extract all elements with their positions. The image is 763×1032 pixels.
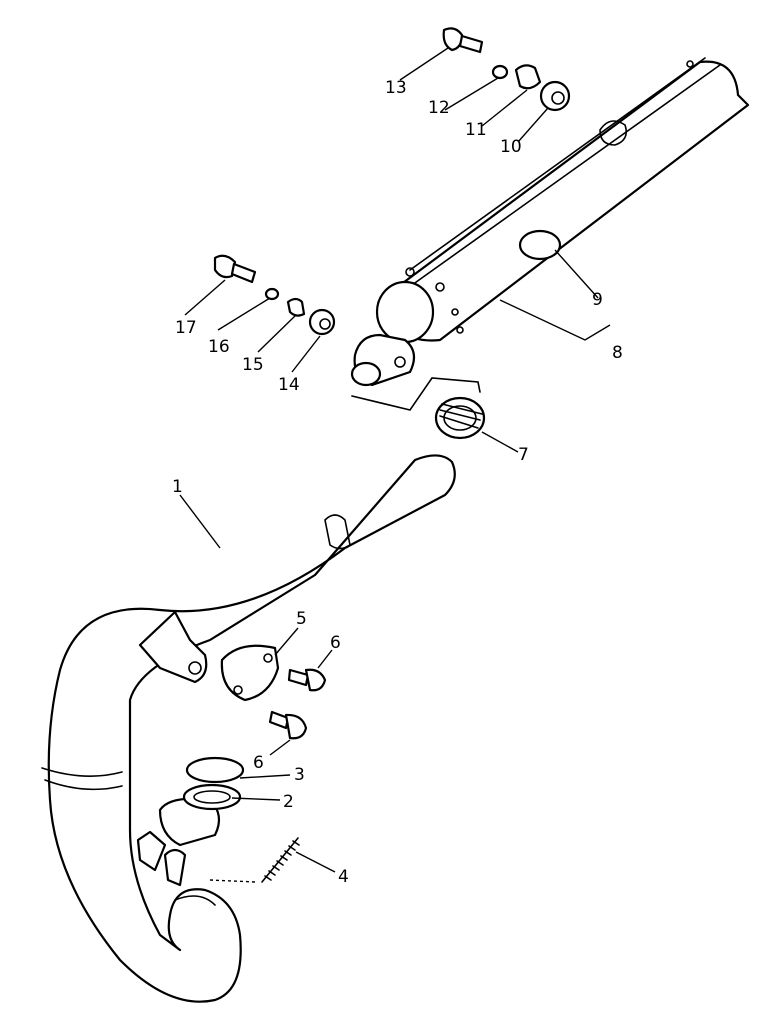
muffler-part-8 bbox=[350, 57, 750, 411]
collar-part-15 bbox=[286, 297, 306, 317]
callout-11: 11 bbox=[465, 120, 487, 140]
bolt-part-17 bbox=[213, 254, 257, 284]
exhaust-pipe-part-1 bbox=[41, 454, 456, 1003]
callout-5: 5 bbox=[296, 609, 307, 629]
bolt-part-6a bbox=[287, 668, 327, 692]
leader-lines bbox=[179, 47, 611, 883]
joint-collar-part-7 bbox=[434, 396, 486, 440]
callout-8: 8 bbox=[612, 343, 623, 363]
callout-labels: 1 2 3 4 5 6 6 7 8 9 10 11 12 13 14 15 16… bbox=[172, 78, 623, 887]
callout-14: 14 bbox=[278, 375, 300, 395]
callout-6a: 6 bbox=[330, 633, 341, 653]
collar-part-11 bbox=[514, 64, 542, 90]
callout-3: 3 bbox=[294, 765, 305, 785]
grommet-part-14 bbox=[308, 308, 336, 336]
bolt-part-6b bbox=[268, 710, 308, 740]
callout-16: 16 bbox=[208, 337, 230, 357]
callout-13: 13 bbox=[385, 78, 407, 98]
gasket-part-2 bbox=[182, 783, 242, 811]
spring-part-4 bbox=[261, 837, 300, 883]
callout-7: 7 bbox=[518, 445, 529, 465]
grommet-part-10 bbox=[539, 80, 571, 112]
callout-17: 17 bbox=[175, 318, 197, 338]
callout-10: 10 bbox=[500, 137, 522, 157]
callout-2: 2 bbox=[283, 792, 294, 812]
washer-part-12 bbox=[491, 64, 509, 80]
bolt-part-13 bbox=[442, 27, 484, 54]
callout-12: 12 bbox=[428, 98, 450, 118]
callout-15: 15 bbox=[242, 355, 264, 375]
washer-part-16 bbox=[264, 287, 280, 301]
callout-6b: 6 bbox=[253, 753, 264, 773]
callout-9: 9 bbox=[592, 290, 603, 310]
flange-part-5 bbox=[220, 644, 280, 702]
callout-4: 4 bbox=[338, 867, 349, 887]
o-ring-part-3 bbox=[185, 756, 245, 784]
callout-1: 1 bbox=[172, 477, 183, 497]
